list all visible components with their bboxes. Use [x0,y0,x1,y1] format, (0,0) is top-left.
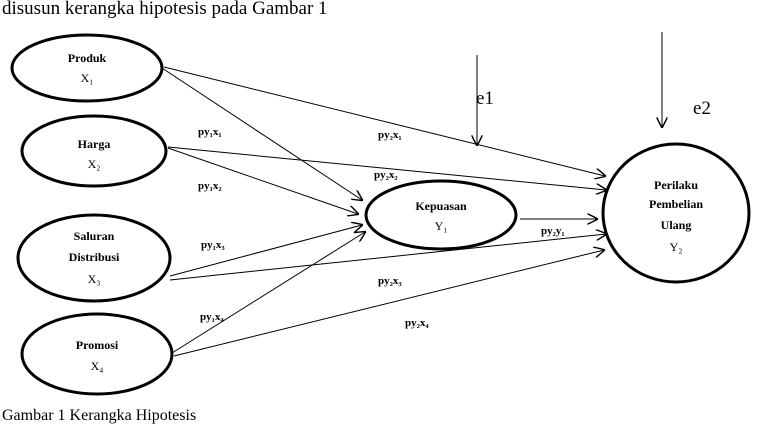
arrow-produk-kepuasan [161,67,362,200]
node-kepuasan-symbol: Y₁ [435,219,448,233]
node-kepuasan [364,179,518,251]
arrow-saluran-kepuasan [169,225,362,277]
node-saluran-label-2: Distribusi [69,250,120,264]
arrow-promosi-perilaku [173,250,604,357]
path-label-py2x2: py₂x₂ [374,169,398,181]
path-label-py1x2: py₁x₂ [198,180,222,192]
path-label-py2x4: py₂x₄ [405,317,429,329]
arrow-saluran-perilaku [169,234,606,281]
arrow-harga-kepuasan [167,147,358,214]
arrow-harga-perilaku [167,146,606,190]
node-kepuasan-label: Kepuasan [415,199,467,213]
node-perilaku-label-1: Perilaku [654,178,698,192]
path-label-py1x1: py₁x₁ [198,126,222,138]
node-saluran [16,213,172,303]
path-label-py1x3: py₁x₃ [201,239,225,251]
node-produk [10,33,164,103]
intro-text: disusun kerangka hipotesis pada Gambar 1 [2,0,328,19]
figure-caption: Gambar 1 Kerangka Hipotesis [2,407,197,424]
node-promosi [20,312,174,396]
node-produk-label: Produk [68,51,107,65]
path-label-py2x3: py₂x₃ [378,275,402,287]
arrow-produk-perilaku [163,66,605,176]
node-perilaku [601,142,751,284]
node-saluran-label-1: Saluran [74,229,115,243]
path-label-py2x1: py₂x₁ [378,129,402,141]
node-perilaku-label-3: Ulang [661,218,692,232]
error-label-e2: e2 [693,98,711,119]
error-label-e1: e1 [476,88,494,109]
node-harga-label: Harga [78,137,111,151]
node-perilaku-label-2: Pembelian [649,197,703,211]
node-saluran-symbol: X₃ [88,272,101,286]
path-label-py1x4: py₁x₄ [200,311,224,323]
node-promosi-symbol: X₄ [91,359,104,373]
arrow-promosi-kepuasan [171,232,365,354]
node-harga [20,114,168,188]
node-perilaku-symbol: Y₂ [670,240,683,254]
node-promosi-label: Promosi [76,338,119,352]
node-harga-symbol: X₂ [88,157,101,171]
path-label-py2y1: py₂y₁ [541,225,565,237]
node-produk-symbol: X₁ [81,71,94,85]
